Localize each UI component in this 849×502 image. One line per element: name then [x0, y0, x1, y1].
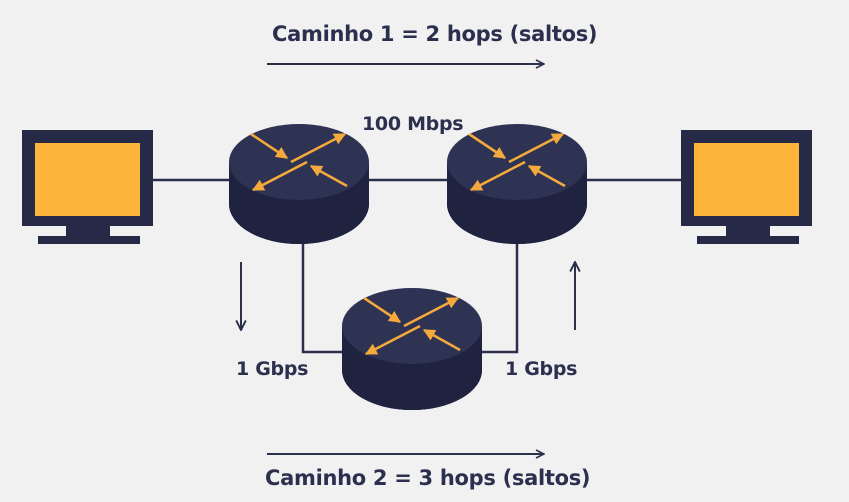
link-top-speed-label: 100 Mbps: [362, 113, 464, 135]
path1-label: Caminho 1 = 2 hops (saltos): [272, 22, 598, 46]
router-c-icon: [342, 288, 482, 410]
router-a-icon: [229, 124, 369, 244]
path2-label: Caminho 2 = 3 hops (saltos): [265, 466, 591, 490]
link-left-speed-label: 1 Gbps: [236, 358, 309, 380]
network-links: [150, 178, 682, 354]
computer-right-icon: [681, 130, 812, 244]
router-b-icon: [447, 124, 587, 244]
computer-left-icon: [22, 130, 153, 244]
link-right-speed-label: 1 Gbps: [505, 358, 578, 380]
